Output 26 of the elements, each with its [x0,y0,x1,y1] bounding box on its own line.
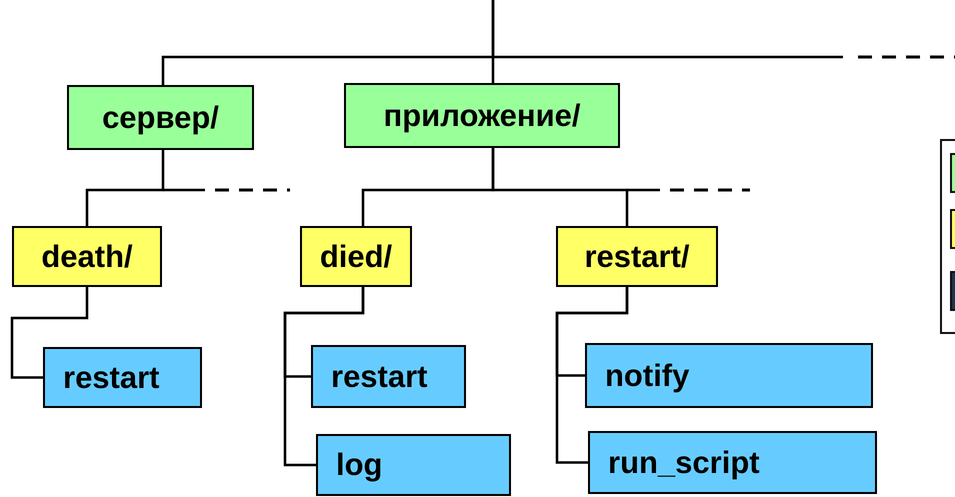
folder-name: notify [605,358,690,394]
connector-line [492,0,494,83]
folder-box [585,343,873,408]
connector-line [86,150,164,226]
connector-line [10,287,88,379]
folder-box [344,83,620,148]
connector-line [556,287,628,464]
folder-name: died/ [320,238,392,274]
folder-box [67,85,254,150]
folder-box [300,226,412,287]
folder-box [12,226,162,287]
folder-name: приложение/ [384,98,580,134]
folder-box [316,434,511,496]
folder-box [43,347,202,408]
connector-line [492,148,628,226]
folder-box [311,345,466,408]
folder-box [556,226,718,287]
folder-name: run_script [608,444,760,480]
folder-name: сервер/ [102,100,219,136]
connector-line [284,287,364,466]
folder-name: restart [331,358,428,394]
folder-name: restart/ [584,238,690,274]
folder-box [588,431,877,494]
folder-name: restart [63,360,160,396]
folder-name: log [336,447,382,483]
folder-name: death/ [41,238,133,274]
